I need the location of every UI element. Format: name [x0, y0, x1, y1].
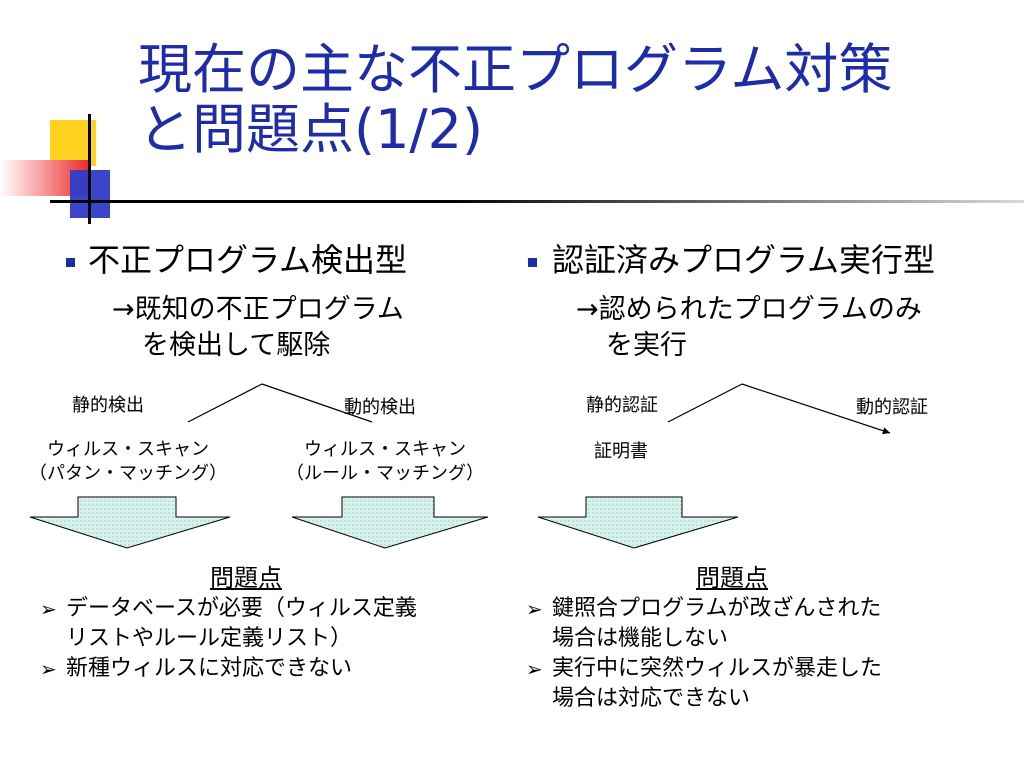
right-description: →認められたプログラムのみ を実行	[576, 292, 996, 364]
left-branch-static: 静的検出	[72, 395, 144, 416]
right-point-2-line-2: 場合は対応できない	[552, 686, 751, 711]
left-leaf-dynamic-line-2: （ルール・マッチング）	[286, 463, 484, 484]
right-problem-label: 問題点	[696, 564, 768, 592]
list-item: ➢ 鍵照合プログラムが改ざんされた 場合は機能しない	[526, 594, 1006, 654]
right-desc-line-2: を実行	[606, 330, 687, 361]
left-problem-label: 問題点	[210, 564, 282, 592]
left-branch-dynamic: 動的検出	[344, 397, 416, 418]
arrowhead-bullet-icon: ➢	[40, 597, 57, 621]
right-tree-line-dynamic	[741, 383, 891, 435]
left-description: →既知の不正プログラム を検出して駆除	[112, 292, 492, 364]
list-item: ➢ 実行中に突然ウィルスが暴走した 場合は対応できない	[526, 654, 1006, 714]
right-tree-line-static	[667, 383, 743, 423]
left-tree-line-static	[187, 383, 263, 423]
right-branch-static: 静的認証	[586, 395, 658, 416]
right-points-list: ➢ 鍵照合プログラムが改ざんされた 場合は機能しない ➢ 実行中に突然ウィルスが…	[526, 594, 1006, 714]
left-point-1-line-1: データベースが必要（ウィルス定義	[66, 596, 417, 621]
left-leaf-static: ウィルス・スキャン （パタン・マッチング）	[26, 438, 230, 486]
left-point-2-line-1: 新種ウィルスに対応できない	[66, 656, 353, 681]
decor-vertical-line	[88, 114, 91, 224]
left-leaf-dynamic: ウィルス・スキャン （ルール・マッチング）	[262, 438, 508, 486]
slide-title: 現在の主な不正プログラム対策 と問題点(1/2)	[138, 40, 1018, 160]
left-desc-line-1: →既知の不正プログラム	[112, 294, 404, 325]
left-desc-line-2: を検出して駆除	[142, 330, 331, 361]
right-leaf-static: 証明書	[594, 441, 648, 462]
left-tree-line-dynamic	[261, 383, 373, 423]
right-point-1-line-1: 鍵照合プログラムが改ざんされた	[552, 596, 882, 621]
right-heading: 認証済みプログラム実行型	[552, 241, 936, 279]
left-points-list: ➢ データベースが必要（ウィルス定義 リストやルール定義リスト） ➢ 新種ウィル…	[40, 594, 510, 684]
down-arrow-icon-left-1	[29, 496, 231, 549]
left-leaf-static-line-2: （パタン・マッチング）	[29, 463, 227, 484]
square-bullet-icon	[66, 258, 75, 267]
right-desc-line-1: →認められたプログラムのみ	[576, 294, 922, 325]
down-arrow-icon-right	[537, 496, 739, 549]
right-branch-dynamic: 動的認証	[856, 397, 928, 418]
arrowhead-bullet-icon: ➢	[526, 597, 543, 621]
title-line-1: 現在の主な不正プログラム対策	[138, 38, 893, 101]
left-leaf-static-line-1: ウィルス・スキャン	[47, 439, 209, 460]
square-bullet-icon	[528, 258, 537, 267]
right-point-1-line-2: 場合は機能しない	[552, 626, 729, 651]
list-item: ➢ 新種ウィルスに対応できない	[40, 654, 510, 684]
left-leaf-dynamic-line-1: ウィルス・スキャン	[304, 439, 466, 460]
left-point-1-line-2: リストやルール定義リスト）	[66, 626, 353, 651]
title-line-2: と問題点(1/2)	[138, 98, 484, 161]
list-item: ➢ データベースが必要（ウィルス定義 リストやルール定義リスト）	[40, 594, 510, 654]
right-point-2-line-1: 実行中に突然ウィルスが暴走した	[552, 656, 883, 681]
title-underline	[50, 200, 1024, 203]
down-arrow-icon-left-2	[291, 496, 489, 549]
arrowhead-bullet-icon: ➢	[40, 657, 57, 681]
arrowhead-bullet-icon: ➢	[526, 657, 543, 681]
left-heading: 不正プログラム検出型	[88, 241, 408, 279]
